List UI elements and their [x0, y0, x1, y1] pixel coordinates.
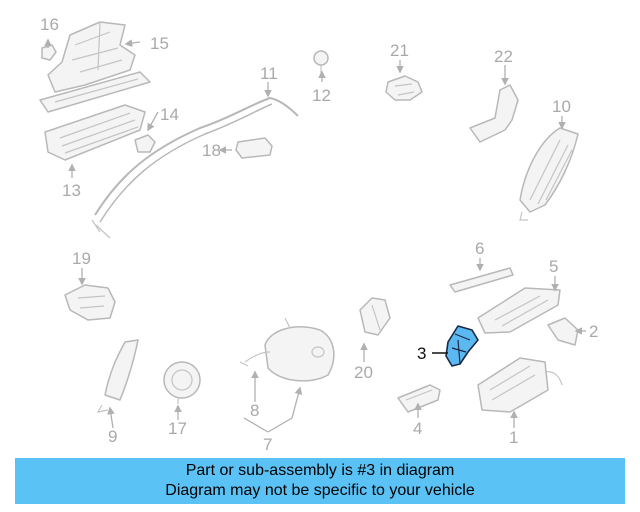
banner-line-2: Diagram may not be specific to your vehi…: [165, 482, 475, 499]
part-9-knee-airbag[interactable]: [96, 339, 139, 413]
part-5-airbag-door[interactable]: [477, 287, 561, 334]
leader-lines: [44, 38, 586, 433]
callout-6: 6: [475, 239, 484, 258]
callout-1: 1: [509, 428, 518, 447]
callout-labels: 16 15 14 13 11 12 18 21 22 10 19 9 17 8 …: [40, 15, 598, 454]
part-6-strip[interactable]: [449, 267, 514, 293]
callout-16: 16: [40, 15, 59, 34]
callout-19: 19: [72, 249, 91, 268]
callout-2: 2: [589, 322, 598, 341]
part-16-clip[interactable]: [41, 44, 57, 61]
part-11-curtain-airbag[interactable]: [91, 96, 299, 239]
callout-21: 21: [390, 41, 409, 60]
callout-15: 15: [150, 34, 169, 53]
part-17-clockspring[interactable]: [163, 361, 201, 404]
part-7-driver-airbag[interactable]: [239, 317, 335, 382]
info-banner: Part or sub-assembly is #3 in diagram Di…: [15, 458, 625, 504]
part-19-module[interactable]: [64, 284, 116, 321]
callout-10: 10: [552, 97, 571, 116]
part-10-side-airbag[interactable]: [519, 127, 579, 221]
callout-18: 18: [202, 141, 221, 160]
callout-8: 8: [250, 401, 259, 420]
callout-14: 14: [160, 105, 179, 124]
callout-9: 9: [108, 427, 117, 446]
callout-13: 13: [62, 181, 81, 200]
callout-20: 20: [354, 363, 373, 382]
part-15-rail[interactable]: [39, 71, 151, 113]
part-3-bracket-highlighted[interactable]: [445, 325, 479, 367]
part-12-pin[interactable]: [313, 50, 329, 78]
part-22-bracket[interactable]: [469, 84, 519, 143]
callout-7: 7: [263, 435, 272, 454]
part-2-bracket[interactable]: [547, 317, 579, 346]
callout-22: 22: [494, 47, 513, 66]
callout-5: 5: [549, 257, 558, 276]
part-1-passenger-airbag[interactable]: [477, 357, 563, 413]
part-18-module[interactable]: [235, 137, 273, 159]
callout-11: 11: [260, 64, 278, 83]
part-14-grommet[interactable]: [134, 134, 156, 153]
banner-line-1: Part or sub-assembly is #3 in diagram: [185, 462, 455, 479]
part-13-module[interactable]: [44, 104, 146, 161]
parts-diagram: 16 15 14 13 11 12 18 21 22 10 19 9 17 8 …: [39, 15, 598, 454]
callout-4: 4: [413, 419, 422, 438]
part-21-sensor[interactable]: [385, 75, 423, 101]
callout-12: 12: [312, 86, 331, 105]
callout-17: 17: [168, 419, 187, 438]
callout-3: 3: [417, 344, 426, 363]
part-20-sensor[interactable]: [359, 297, 391, 336]
part-4-bracket[interactable]: [397, 384, 441, 413]
part-15-bracket[interactable]: [47, 21, 136, 93]
